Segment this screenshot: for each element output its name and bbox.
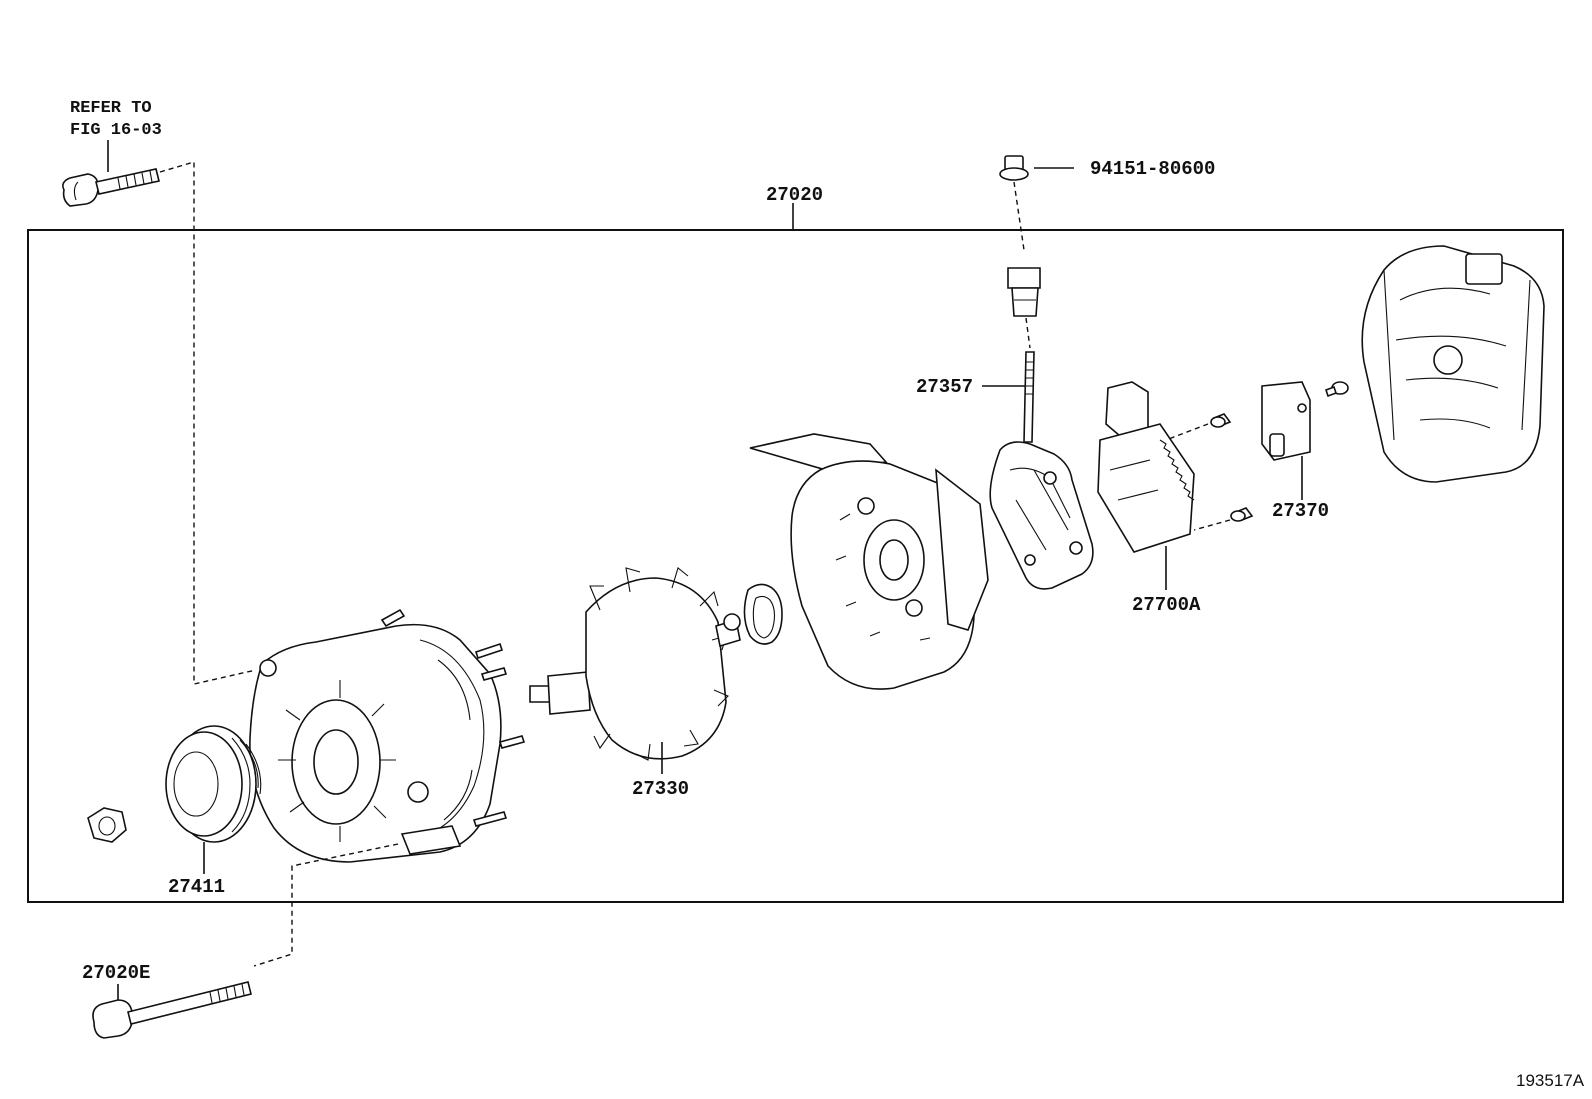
- label-27330[interactable]: 27330: [632, 778, 689, 800]
- label-27020[interactable]: 27020: [766, 184, 823, 206]
- rear-bearing-seal: [743, 583, 783, 645]
- regulator-screw-upper: [1210, 413, 1232, 428]
- label-27411[interactable]: 27411: [168, 876, 225, 898]
- refer-fig-number[interactable]: FIG 16-03: [70, 121, 162, 140]
- dash-long-bolt: [253, 843, 399, 967]
- drive-frame-studs: [380, 608, 526, 827]
- pulley-nut: [87, 807, 127, 843]
- label-27370[interactable]: 27370: [1272, 500, 1329, 522]
- dash-insulator-to-stud: [1025, 317, 1031, 349]
- mounting-bolt-top: [62, 168, 160, 207]
- voltage-regulator-27700A: [1097, 381, 1195, 553]
- regulator-screw-lower: [1230, 507, 1254, 522]
- drive-end-frame: [249, 623, 502, 863]
- nut-94151-80600: [999, 155, 1029, 181]
- terminal-insulator: [1007, 267, 1041, 317]
- dash-nut-to-insulator: [1013, 181, 1025, 251]
- dash-top-bolt: [159, 161, 257, 685]
- label-27357[interactable]: 27357: [916, 376, 973, 398]
- assembly-frame-27020: [27, 229, 1564, 903]
- dash-screw-upper: [1165, 423, 1209, 441]
- label-94151-80600[interactable]: 94151-80600: [1090, 158, 1215, 180]
- rectifier-holder: [989, 351, 1094, 590]
- refer-to-note[interactable]: REFER TO: [70, 99, 152, 118]
- rear-end-cover: [1361, 245, 1545, 483]
- rear-frame-with-bracket: [749, 433, 989, 690]
- brush-holder-screw: [1324, 381, 1349, 398]
- brush-holder-27370: [1261, 381, 1311, 461]
- rotor-27330: [529, 567, 741, 761]
- label-27700A[interactable]: 27700A: [1132, 594, 1201, 616]
- dash-screw-lower: [1193, 519, 1231, 531]
- label-27020E[interactable]: 27020E: [82, 962, 150, 984]
- pulley-27411: [165, 725, 262, 843]
- long-through-bolt-27020E: [92, 981, 252, 1039]
- figure-code[interactable]: 193517A: [1516, 1071, 1585, 1090]
